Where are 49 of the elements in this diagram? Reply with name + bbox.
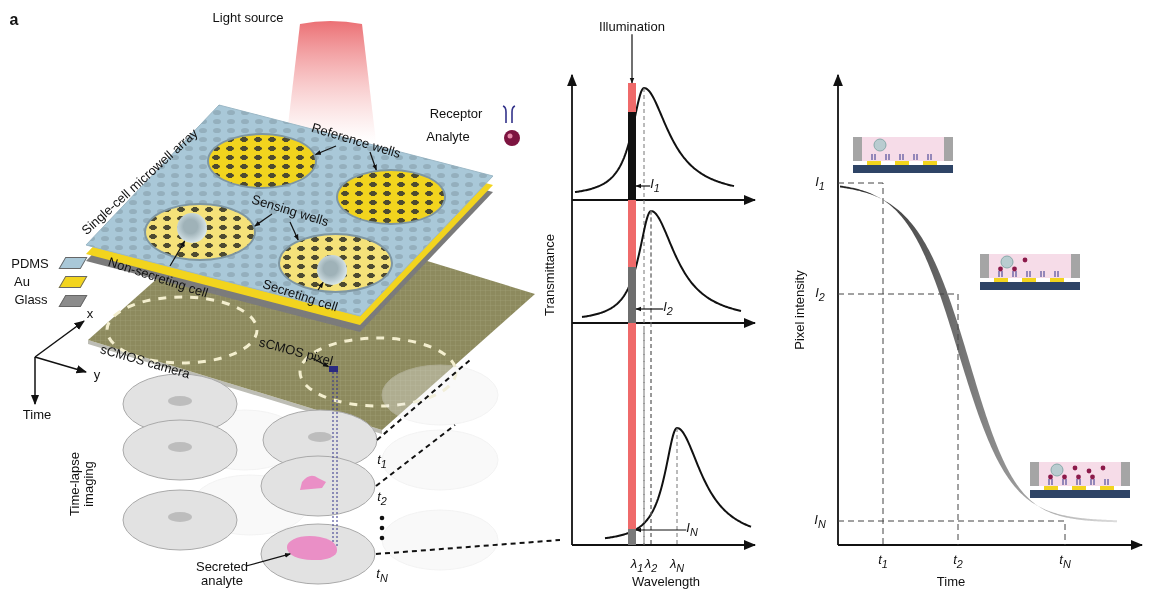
time-label: t$_{N}$ <box>1059 553 1071 571</box>
intensity-label: I$_{2}$ <box>815 286 825 304</box>
arrow <box>245 553 291 567</box>
arrow <box>311 357 330 368</box>
time-label: t$_{1}$ <box>377 453 387 471</box>
axis-title: Transmittance <box>542 234 558 316</box>
axis-title: Pixel intensity <box>792 270 808 350</box>
intensity-label: I$_{N}$ <box>814 513 826 531</box>
arrow <box>635 183 651 189</box>
intensity-label: I$_{N}$ <box>686 521 698 539</box>
axis-title: Wavelength <box>631 574 701 590</box>
callout-label: Illumination <box>599 19 665 35</box>
panel-letter: a <box>9 11 19 29</box>
legend-label: Glass <box>14 292 48 308</box>
axis-title: Time <box>936 574 966 590</box>
illumination-bar <box>628 83 636 545</box>
legend-label: PDMS <box>11 256 49 272</box>
time-label: t$_{2}$ <box>953 553 963 571</box>
arrow <box>254 213 273 227</box>
intensity-label: I$_{2}$ <box>663 300 673 318</box>
legend-label: Analyte <box>426 129 470 145</box>
legend-label: Receptor <box>429 106 483 122</box>
arrow <box>314 145 337 156</box>
arrow <box>629 33 635 84</box>
legend-label: Au <box>14 274 30 290</box>
time-label: t$_{2}$ <box>377 490 387 508</box>
cell <box>177 213 207 243</box>
arrow <box>317 281 324 291</box>
callout-label: Secreted analyte <box>182 559 262 589</box>
arrow <box>635 527 687 533</box>
arrow <box>169 240 186 267</box>
axis-label: Time <box>22 407 52 423</box>
wavelength-label: λ$_{2}$ <box>644 557 658 575</box>
time-label: t$_{1}$ <box>878 553 888 571</box>
wavelength-label: λ$_{1}$ <box>630 557 644 575</box>
cell <box>316 255 347 285</box>
arrow <box>289 221 299 241</box>
intensity-label: I$_{1}$ <box>815 175 825 193</box>
axis-label: x <box>86 306 94 322</box>
label: Light source <box>212 10 284 26</box>
intensity-label: I$_{1}$ <box>650 177 660 195</box>
label: Time-lapse imaging <box>67 451 97 518</box>
arrow <box>635 306 664 312</box>
axis-label: y <box>93 367 101 383</box>
wavelength-label: λ$_{N}$ <box>669 557 685 575</box>
time-label: t$_{N}$ <box>376 567 388 585</box>
callout-label: sCMOS pixel <box>257 335 335 369</box>
sensor-pixel <box>328 366 338 372</box>
arrow <box>369 151 377 171</box>
